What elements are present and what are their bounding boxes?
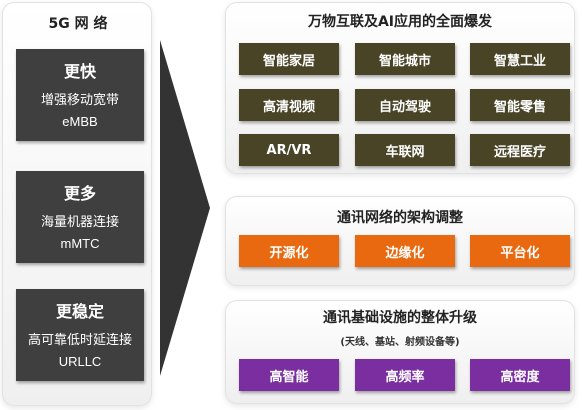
faster-box: 更快 增强移动宽带 eMBB [16, 49, 144, 141]
app-connected-vehicles: 车联网 [355, 134, 455, 166]
infra-high-frequency: 高频率 [355, 359, 455, 391]
more-stable-description: 高可靠低时延连接 [27, 333, 132, 348]
infrastructure-title: 通讯基础设施的整体升级 [323, 310, 477, 326]
more-heading: 更多 [63, 184, 96, 203]
infra-high-density: 高密度 [470, 359, 570, 391]
apps-panel: 万物互联及AI应用的全面爆发 智能家居 智能城市 智慧工业 高清视频 自动驾驶 … [225, 2, 575, 174]
app-smart-city: 智能城市 [355, 43, 455, 75]
app-remote-medicine: 远程医疗 [470, 134, 570, 166]
app-smart-retail: 智能零售 [470, 89, 570, 121]
more-abbreviation: mMTC [60, 236, 100, 251]
arch-edge: 边缘化 [355, 235, 455, 267]
app-smart-home: 智能家居 [239, 43, 339, 75]
more-stable-abbreviation: URLLC [58, 354, 102, 369]
more-stable-box: 更稳定 高可靠低时延连接 URLLC [16, 289, 144, 381]
arch-platform: 平台化 [470, 235, 570, 267]
app-ar-vr: AR/VR [239, 134, 339, 166]
5g-network-title: 5G 网 络 [48, 16, 108, 32]
infrastructure-subtitle: (天线、基站、射频设备等) [340, 337, 460, 348]
apps-title: 万物互联及AI应用的全面爆发 [307, 14, 493, 30]
more-stable-heading: 更稳定 [55, 302, 104, 321]
app-autonomous-driving: 自动驾驶 [355, 89, 455, 121]
faster-abbreviation: eMBB [62, 114, 98, 129]
faster-description: 增强移动宽带 [40, 93, 119, 108]
more-box: 更多 海量机器连接 mMTC [16, 171, 144, 263]
arch-open-source: 开源化 [239, 235, 339, 267]
architecture-panel: 通讯网络的架构调整 开源化 边缘化 平台化 [225, 196, 575, 286]
app-smart-industry: 智慧工业 [470, 43, 570, 75]
infrastructure-panel: 通讯基础设施的整体升级 (天线、基站、射频设备等) 高智能 高频率 高密度 [225, 300, 575, 404]
5g-network-panel: 5G 网 络 更快 增强移动宽带 eMBB 更多 海量机器连接 mMTC 更稳定… [2, 2, 152, 406]
infra-high-intelligence: 高智能 [239, 359, 339, 391]
flow-arrow [160, 40, 210, 376]
more-description: 海量机器连接 [40, 215, 119, 230]
flow-arrow-head [160, 40, 210, 376]
faster-heading: 更快 [63, 62, 96, 81]
architecture-title: 通讯网络的架构调整 [337, 210, 463, 226]
app-hd-video: 高清视频 [239, 89, 339, 121]
